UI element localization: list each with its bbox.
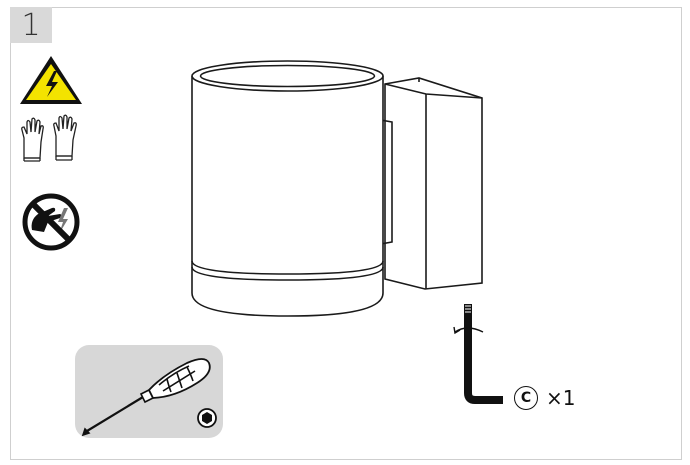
wall-lamp-illustration [191, 60, 483, 317]
quantity-text: ×1 [546, 386, 576, 410]
electric-hazard-icon [20, 56, 82, 104]
step-number: 1 [21, 7, 41, 43]
part-letter-badge: C [514, 386, 538, 410]
hex-key-quantity: C ×1 [514, 386, 575, 410]
screwdriver-icon [81, 358, 217, 437]
gloves-icon [21, 114, 77, 162]
hex-key-icon [453, 304, 503, 404]
step-number-badge: 1 [10, 7, 52, 43]
no-touch-live-icon [22, 193, 80, 251]
